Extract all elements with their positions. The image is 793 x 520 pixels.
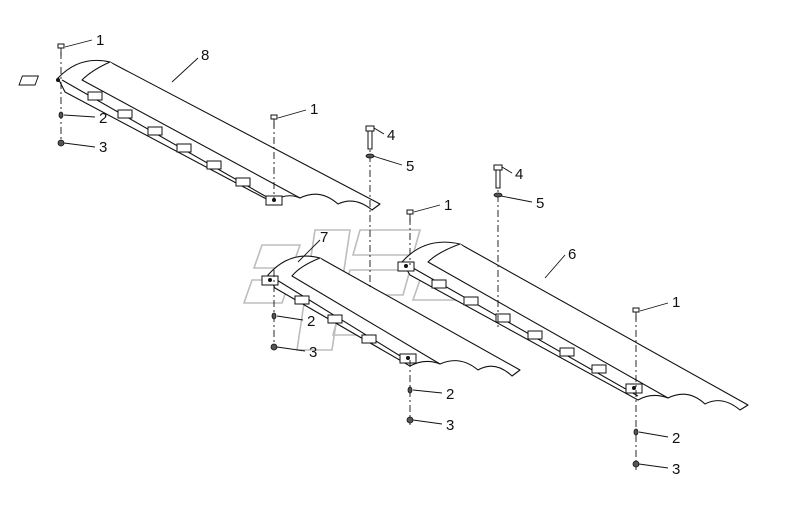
cover-part-7 <box>261 255 521 377</box>
washer-icon <box>58 111 64 119</box>
callout-2: 2 <box>446 386 454 403</box>
nut-icon <box>57 139 65 147</box>
washer-icon <box>407 386 413 394</box>
bolt-icon <box>406 209 414 222</box>
callout-4: 4 <box>387 127 395 144</box>
cover-part-6 <box>397 241 749 411</box>
callout-3: 3 <box>672 461 680 478</box>
callout-2: 2 <box>99 110 107 127</box>
nut-icon <box>406 416 414 424</box>
bolt-icon <box>632 307 640 320</box>
bolt-icon <box>57 43 65 56</box>
callout-1: 1 <box>96 32 104 49</box>
fasteners <box>57 43 640 468</box>
callout-3: 3 <box>446 417 454 434</box>
long-bolt-icon <box>493 164 503 189</box>
washer-icon <box>365 153 375 159</box>
callout-3: 3 <box>309 344 317 361</box>
callout-5: 5 <box>536 195 544 212</box>
callout-8: 8 <box>201 47 209 64</box>
callout-2: 2 <box>672 430 680 447</box>
washer-icon <box>493 192 503 198</box>
washer-icon <box>633 428 639 436</box>
callout-3: 3 <box>99 139 107 156</box>
callout-4: 4 <box>515 166 523 183</box>
leader-lines <box>63 39 669 469</box>
long-bolt-icon <box>365 125 375 150</box>
nut-icon <box>632 460 640 468</box>
cover-part-8 <box>18 59 381 211</box>
callout-labels: 1 2 3 8 1 4 5 4 5 1 7 6 2 3 2 3 1 2 3 <box>96 32 680 478</box>
nut-icon <box>270 343 278 351</box>
callout-1: 1 <box>672 294 680 311</box>
washer-icon <box>271 312 277 320</box>
callout-1: 1 <box>310 101 318 118</box>
callout-1: 1 <box>444 197 452 214</box>
callout-7: 7 <box>320 229 328 246</box>
callout-2: 2 <box>307 313 315 330</box>
bolt-icon <box>270 114 278 127</box>
callout-5: 5 <box>406 158 414 175</box>
callout-6: 6 <box>568 246 576 263</box>
